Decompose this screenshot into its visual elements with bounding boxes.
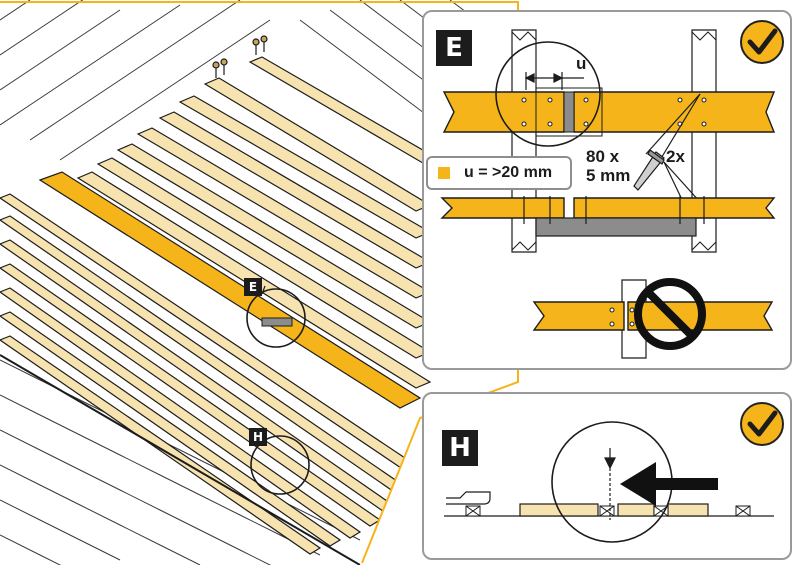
batten-wrong-left bbox=[532, 301, 625, 331]
steel-plate-side bbox=[535, 217, 697, 237]
batten bbox=[0, 287, 362, 539]
panel-h-letter: H bbox=[442, 430, 478, 466]
detail-h-marker bbox=[250, 435, 310, 495]
steel-plate-gap bbox=[563, 91, 575, 133]
zoom-circle bbox=[495, 41, 601, 147]
batten bbox=[0, 335, 322, 555]
screws bbox=[212, 35, 268, 78]
gap-legend: u = >20 mm bbox=[426, 156, 572, 190]
alignment-marker bbox=[604, 448, 616, 520]
prohibited-icon bbox=[634, 278, 706, 350]
screw-holes bbox=[521, 97, 707, 127]
detail-e-drawing bbox=[440, 29, 776, 359]
screw-illustration bbox=[633, 93, 701, 209]
legend-swatch bbox=[438, 167, 450, 179]
section-spacers bbox=[465, 505, 751, 517]
batten-highlighted bbox=[38, 171, 422, 409]
wrong-screw-holes bbox=[609, 307, 635, 327]
gap-dimension bbox=[524, 72, 584, 90]
batten-right-side bbox=[573, 197, 776, 219]
callout-e-label: E bbox=[244, 278, 262, 296]
screw-size-line2: 5 mm bbox=[586, 166, 631, 185]
battens-lower bbox=[0, 193, 422, 555]
screw-size-line1: 80 x bbox=[586, 147, 620, 166]
push-arrow-icon bbox=[620, 462, 718, 506]
battens-upper bbox=[38, 56, 442, 409]
detail-panel-h: H bbox=[422, 392, 792, 560]
panel-e-letter: E bbox=[436, 30, 472, 66]
rafter-break-marks bbox=[511, 31, 717, 251]
detail-panel-e: E u u = >20 mm 80 x 5 mm 2x bbox=[422, 10, 792, 370]
gap-label: u bbox=[576, 54, 587, 73]
batten bbox=[0, 311, 342, 547]
batten-left-side bbox=[440, 197, 565, 219]
check-mark-icon bbox=[740, 20, 784, 64]
scene-frame bbox=[0, 1, 519, 564]
detail-h-drawing bbox=[444, 421, 774, 543]
side-screws bbox=[523, 196, 705, 224]
callout-h-label: H bbox=[249, 428, 267, 446]
detail-e-marker bbox=[246, 285, 306, 348]
batten-right-top bbox=[573, 91, 776, 133]
connector-outline bbox=[535, 87, 603, 137]
check-mark-icon bbox=[740, 402, 784, 446]
eaves-edge bbox=[0, 354, 361, 565]
legend-text: u = >20 mm bbox=[464, 164, 553, 181]
screw-count: 2x bbox=[666, 147, 685, 166]
batten-left-top bbox=[442, 91, 565, 133]
